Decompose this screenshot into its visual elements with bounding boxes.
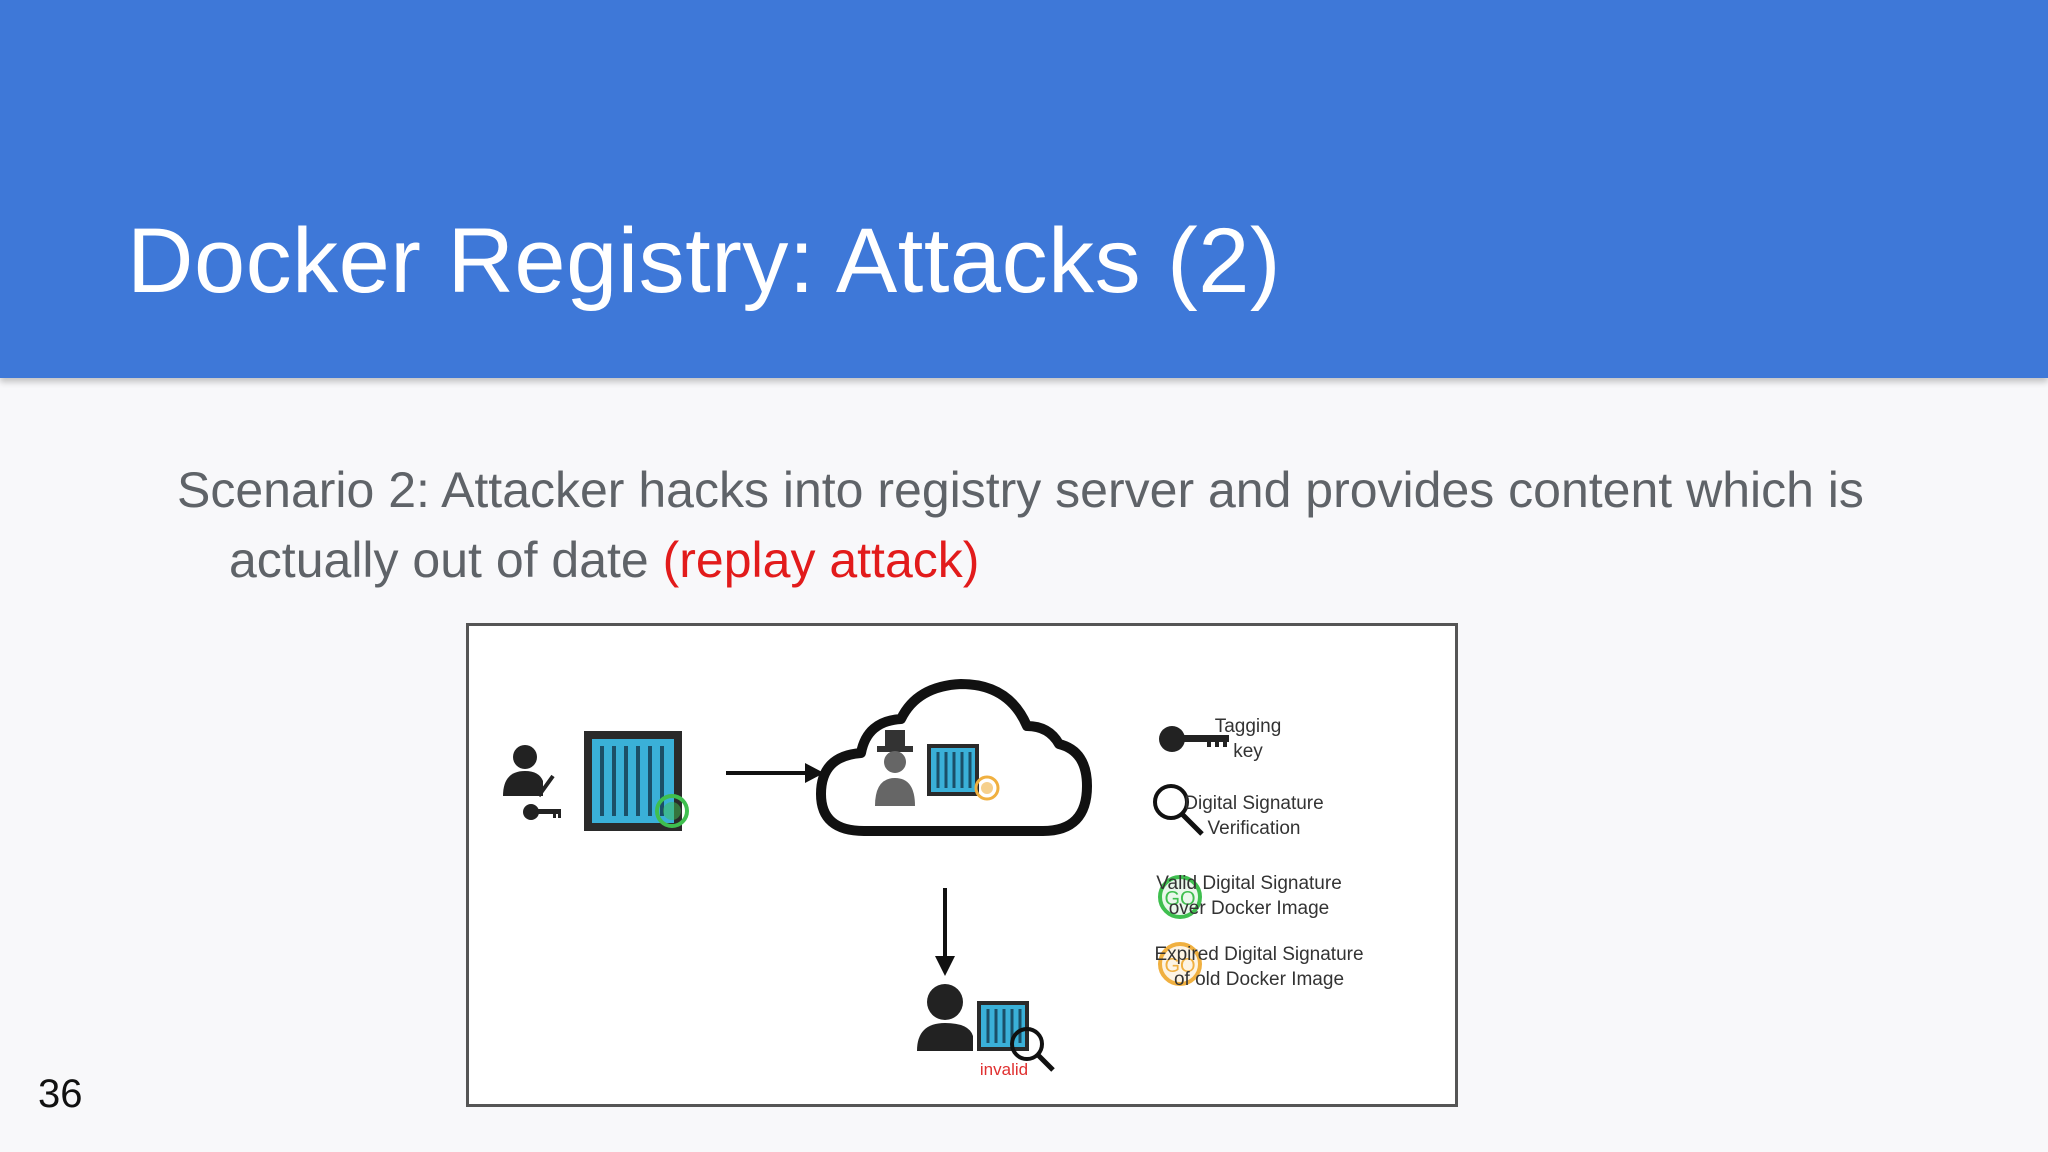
legend-line: over Docker Image (1168, 898, 1330, 919)
svg-text:GO: GO (1164, 888, 1195, 910)
slide-title: Docker Registry: Attacks (2) (127, 210, 1282, 312)
arrow-right-icon (726, 763, 824, 783)
invalid-label: invalid (979, 1060, 1029, 1079)
attacker-spy-icon (875, 730, 915, 806)
legend-valid-signature: Valid Digital Signature over Docker Imag… (1149, 871, 1349, 921)
valid-signature-badge-icon (655, 794, 689, 828)
legend-go-green-icon: GO (1158, 875, 1202, 919)
legend-tagging-key: Tagging key (1163, 714, 1333, 764)
page-number: 36 (38, 1072, 83, 1116)
body-line-2-text: actually out of date (229, 532, 663, 588)
attack-diagram: GO GO invalid Tagging key Digital Signat… (466, 623, 1458, 1107)
replay-attack-highlight: (replay attack) (662, 532, 980, 588)
consumer-user-icon (917, 984, 973, 1051)
legend-line: Tagging (1214, 716, 1282, 737)
title-bar: Docker Registry: Attacks (2) (0, 0, 2048, 378)
verification-magnifier-icon (1010, 1027, 1055, 1072)
body-line-2: actually out of date (replay attack) (177, 525, 1937, 595)
arrow-down-icon (935, 888, 955, 976)
svg-text:GO: GO (1164, 955, 1195, 977)
legend-magnifier-icon (1153, 784, 1204, 836)
legend-line: Expired Digital Signature (1154, 944, 1364, 965)
legend-line: of old Docker Image (1173, 969, 1345, 990)
legend-signature-verification: Digital Signature Verification (1164, 791, 1344, 841)
expired-signature-badge-icon (974, 775, 1000, 801)
legend-line: Verification (1207, 818, 1301, 839)
consumer-docker-image (977, 1001, 1029, 1051)
legend-line: Digital Signature (1184, 793, 1324, 814)
body-line-1: Scenario 2: Attacker hacks into registry… (177, 462, 1864, 518)
legend-line: key (1233, 741, 1263, 762)
legend-expired-signature: Expired Digital Signature of old Docker … (1149, 942, 1369, 992)
cloud-docker-image (927, 744, 979, 796)
publisher-key-icon (523, 804, 561, 820)
legend-line: Valid Digital Signature (1156, 873, 1342, 894)
body-text: Scenario 2: Attacker hacks into registry… (177, 455, 1937, 595)
publisher-user-icon (503, 745, 555, 798)
legend-go-orange-icon: GO (1158, 942, 1202, 986)
legend-key-icon (1159, 726, 1229, 752)
